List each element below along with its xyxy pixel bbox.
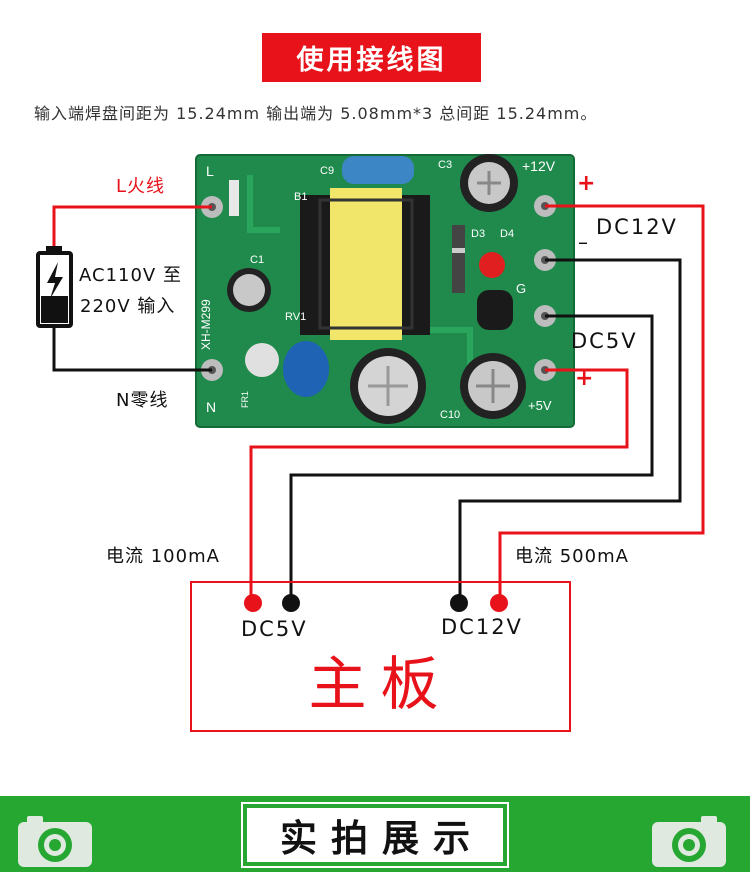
silk-b1: B1 — [294, 191, 307, 203]
camera-icon — [18, 816, 92, 867]
dc5v-output-label: DC5V — [571, 329, 638, 353]
mainboard-12v-minus-terminal — [450, 594, 468, 612]
wire-12v-minus — [458, 258, 682, 602]
wire-12v-plus — [498, 204, 705, 602]
wire-live — [52, 205, 212, 246]
silk-c10: C10 — [440, 409, 460, 421]
capacitor-large — [350, 348, 426, 424]
minus-12v-label: – — [578, 230, 589, 254]
wire-5v-plus — [249, 368, 629, 602]
pcb-board: L N C9 C3 +12V B1 C1 D3 D4 G RV1 +5V C10… — [195, 154, 575, 428]
page-title: 使用接线图 — [262, 33, 481, 82]
varistor — [283, 341, 329, 397]
mainboard-5v-minus-terminal — [282, 594, 300, 612]
silk-c3: C3 — [438, 159, 452, 171]
silk-fr: FR1 — [240, 391, 250, 408]
current-100ma-label: 电流 100mA — [106, 546, 220, 567]
section-title-real-photos: 实拍展示 — [241, 802, 509, 868]
neutral-wire-label: N零线 — [116, 390, 169, 411]
live-wire-label: L火线 — [116, 176, 166, 197]
capacitor-c3 — [460, 154, 518, 212]
mainboard-dc5v-label: DC5V — [241, 617, 308, 641]
capacitor-c1 — [227, 268, 271, 312]
regulator — [477, 290, 513, 330]
mainboard-title: 主板 — [308, 650, 453, 718]
ac-input-label-1: AC110V 至 — [79, 265, 182, 286]
dc12v-output-label: DC12V — [596, 215, 678, 239]
plus-5v-label: + — [575, 366, 595, 391]
silk-d3: D3 — [471, 228, 485, 240]
wire-5v-minus — [289, 314, 654, 602]
capacitor-c9 — [342, 156, 414, 184]
wires — [52, 204, 705, 602]
mainboard-5v-plus-terminal — [244, 594, 262, 612]
mainboard-12v-plus-terminal — [490, 594, 508, 612]
ac-source-icon — [36, 246, 73, 328]
silk-l: L — [206, 163, 214, 179]
silk-5v: +5V — [528, 398, 552, 413]
fuse-strip — [229, 180, 239, 216]
mainboard: 主板 — [190, 581, 571, 732]
silk-c1: C1 — [250, 254, 264, 266]
pad-spacing-note: 输入端焊盘间距为 15.24mm 输出端为 5.08mm*3 总间距 15.24… — [34, 104, 598, 123]
silk-c9: C9 — [320, 165, 334, 177]
silk-model: XH-M299 — [199, 299, 213, 350]
fuse-resistor — [245, 343, 279, 377]
ac-input-label-2: 220V 输入 — [80, 296, 176, 317]
plus-12v-label: + — [577, 171, 597, 196]
minus-5v-label: – — [576, 302, 587, 326]
led-d4 — [479, 252, 505, 278]
silk-12v: +12V — [522, 158, 556, 174]
silk-d4: D4 — [500, 228, 514, 240]
mainboard-dc12v-label: DC12V — [441, 615, 523, 639]
wire-neutral — [52, 326, 212, 372]
current-500ma-label: 电流 500mA — [515, 546, 629, 567]
capacitor-5v — [460, 353, 526, 419]
silk-n: N — [206, 399, 216, 415]
silk-rv: RV1 — [285, 311, 306, 323]
silk-g: G — [516, 281, 526, 296]
transformer — [300, 188, 430, 340]
diode-d3 — [452, 225, 465, 293]
camera-icon — [652, 816, 726, 867]
